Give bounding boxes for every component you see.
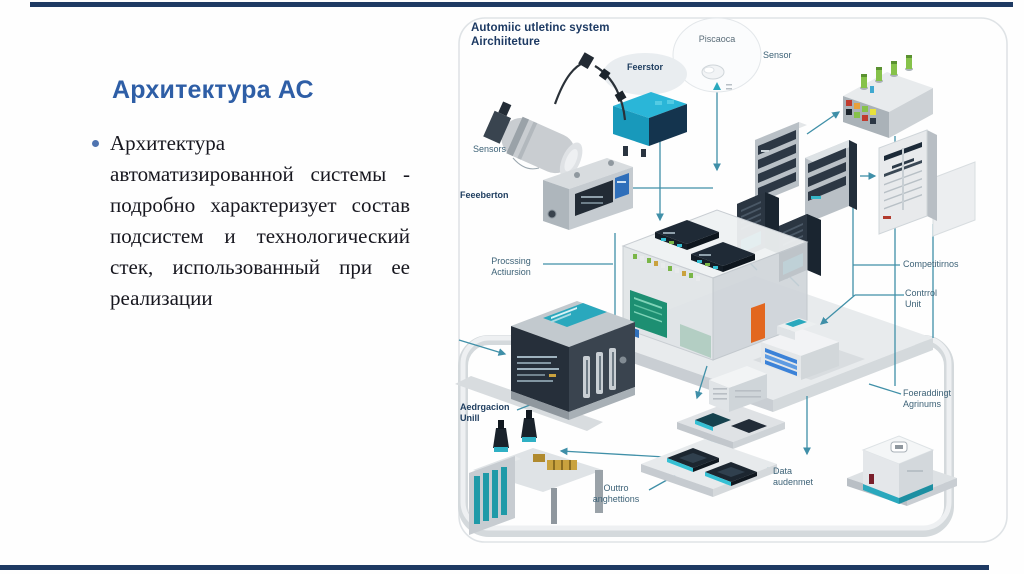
main-processing-unit bbox=[621, 209, 809, 361]
label-processing: Procssing Actiursion bbox=[491, 256, 531, 278]
architecture-diagram: Automiic utletinc system Airchiiteture F… bbox=[455, 8, 1015, 568]
chip-module-1 bbox=[655, 220, 719, 250]
label-outtro: Outtro anghettions bbox=[592, 483, 640, 505]
label-sensor: Sensor bbox=[763, 50, 792, 60]
printer-device bbox=[753, 318, 865, 380]
page-title: Архитектура АС bbox=[112, 76, 314, 104]
top-accent-bar bbox=[30, 2, 1013, 7]
piscaoca-cloud bbox=[672, 17, 762, 93]
label-aedrgacion: Aedrgacion Unill bbox=[460, 402, 510, 424]
feeeberton-device bbox=[543, 158, 633, 230]
label-foeraddingt: Foeraddingt Agrinums bbox=[903, 388, 952, 410]
chip-module-2 bbox=[691, 242, 755, 272]
server-racks bbox=[755, 122, 857, 224]
bottom-accent-bar bbox=[0, 565, 989, 570]
bullet-text: Архитектура автоматизированной системы -… bbox=[110, 131, 410, 311]
edge-cube-device bbox=[861, 435, 935, 504]
diagram-title: Automiic utletinc system Airchiiteture bbox=[471, 22, 610, 48]
orange-module bbox=[751, 303, 765, 343]
feerstor-cloud bbox=[603, 53, 687, 95]
label-competitirnos: Competitirnos bbox=[903, 259, 959, 269]
bullet-marker bbox=[92, 140, 99, 147]
diagram-canvas bbox=[455, 17, 1008, 543]
conveyor-machine bbox=[469, 410, 603, 535]
label-control-unit: Contrrol Unit bbox=[905, 288, 938, 310]
controller-unit bbox=[511, 301, 635, 420]
chip-modules-platform bbox=[641, 439, 777, 497]
document-kiosk bbox=[878, 129, 976, 237]
sensor-cylinder bbox=[483, 52, 627, 178]
diagram-frame bbox=[458, 17, 1008, 543]
bullet-item: Архитектура автоматизированной системы -… bbox=[92, 128, 414, 314]
label-piscaoca: Piscaoca bbox=[698, 34, 736, 44]
up-arrow-icon bbox=[713, 82, 721, 90]
green-screen bbox=[630, 290, 667, 338]
label-feeeberton: Feeeberton bbox=[460, 190, 509, 200]
label-sensors: Sensors bbox=[473, 144, 507, 154]
feerstor-device bbox=[613, 92, 687, 157]
label-data-audenmet: Data audenmet bbox=[773, 466, 814, 488]
module-stack bbox=[677, 366, 785, 449]
label-feerstor: Feerstor bbox=[626, 62, 663, 72]
power-supply-unit bbox=[843, 55, 933, 138]
